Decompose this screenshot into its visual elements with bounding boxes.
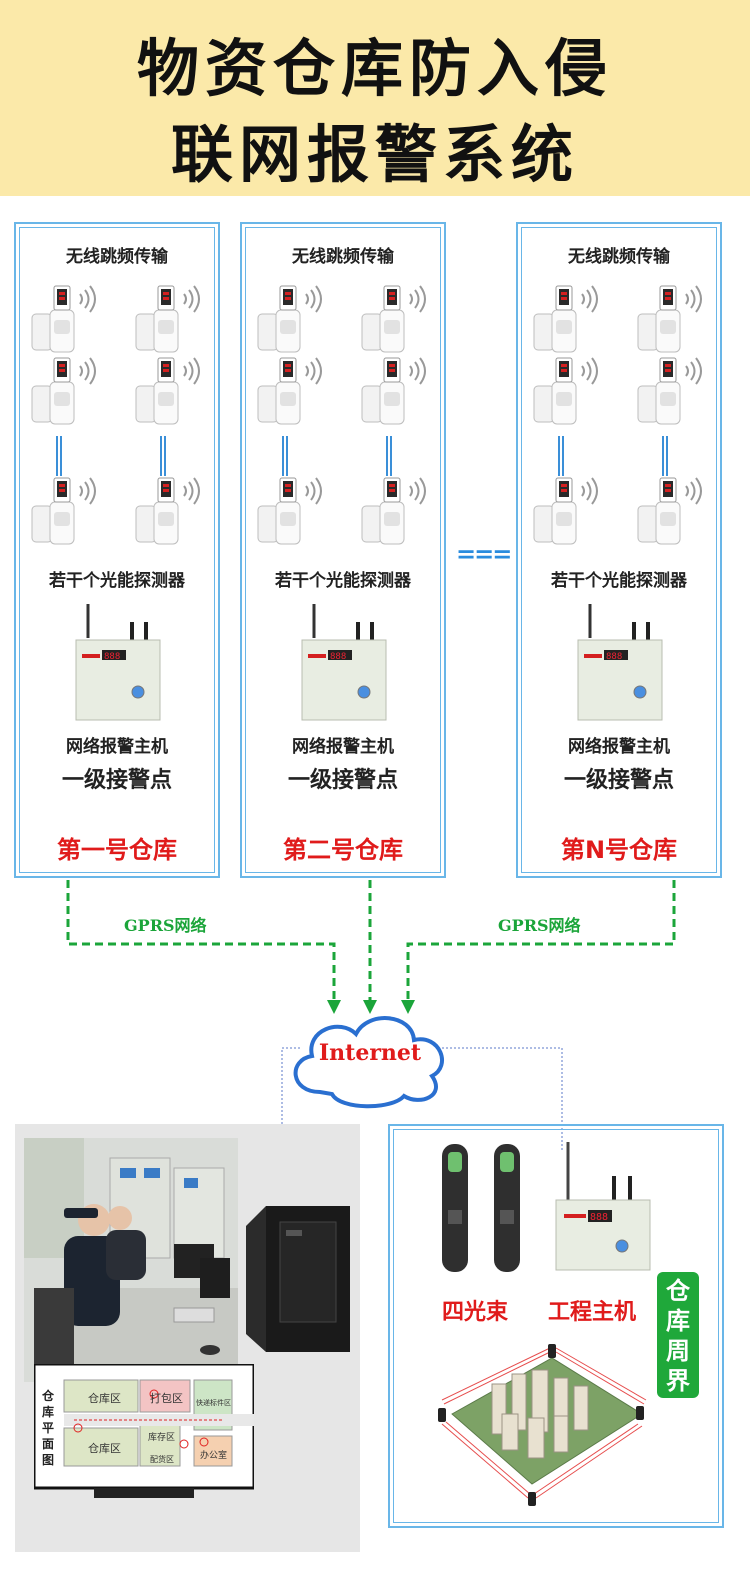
- room-label: 库存区: [148, 1433, 176, 1443]
- four-beam-detector-icon: [442, 1144, 520, 1272]
- floor-plan-vertical-label: 仓 库 平 面 图: [42, 1388, 58, 1468]
- floor-plan-char: 面: [42, 1437, 55, 1451]
- control-room-photo: [24, 1138, 238, 1382]
- floor-plan-char: 仓: [42, 1389, 55, 1403]
- title-line-1: 物资仓库防入侵: [136, 32, 613, 105]
- badge-char: 周: [666, 1337, 690, 1365]
- arrow-icon: [327, 1000, 341, 1014]
- gprs-line-left: [66, 880, 336, 1002]
- room-label: 打包区: [150, 1392, 183, 1405]
- room-label: 办公室: [200, 1451, 228, 1461]
- gprs-label-right: GPRS网络: [498, 916, 581, 935]
- equal-sign: ===: [456, 540, 512, 568]
- floor-plan-monitor: [34, 1364, 254, 1498]
- badge-char: 库: [666, 1307, 690, 1335]
- cloud-icon: [293, 1016, 444, 1109]
- title-banner: 物资仓库防入侵 联网报警系统: [0, 0, 750, 196]
- title-line-2: 联网报警系统: [170, 118, 579, 191]
- badge-char: 界: [666, 1367, 690, 1395]
- warehouse-panel-2: 无线跳频传输 若干个光能探测器 网络报警主机 一级接警点 第二号仓库: [240, 222, 446, 878]
- perimeter-panel: [388, 1124, 724, 1528]
- room-label: 快递标件区: [196, 1399, 231, 1407]
- internet-label: Internet: [318, 1040, 422, 1066]
- link-line-host: [442, 1047, 563, 1150]
- four-beam-label: 四光束: [442, 1300, 509, 1325]
- warehouse-panel-1: 无线跳频传输 若干个光能探测器 网络报警主机 一级接警点 第一号仓库: [14, 222, 220, 878]
- gprs-label-left: GPRS网络: [124, 916, 207, 935]
- floor-plan-char: 平: [42, 1421, 55, 1435]
- warehouse-panel-n: 无线跳频传输 若干个光能探测器 网络报警主机 一级接警点 第N号仓库: [516, 222, 722, 878]
- arrow-icon: [363, 1000, 377, 1014]
- host-display-value: 888: [590, 1212, 608, 1223]
- engineering-host-icon: 888: [555, 1142, 651, 1271]
- computer-tower-icon: [246, 1206, 350, 1352]
- engineering-host-label: 工程主机: [548, 1300, 637, 1325]
- gprs-line-right: [406, 880, 676, 1002]
- floor-plan-char: 图: [42, 1453, 55, 1467]
- perimeter-site-illustration: [438, 1344, 647, 1506]
- floor-plan-char: 库: [42, 1405, 55, 1419]
- badge-char: 仓: [666, 1277, 690, 1305]
- room-label: 配货区: [150, 1455, 174, 1464]
- room-label: 仓库区: [88, 1392, 121, 1405]
- perimeter-badge: 仓 库 周 界: [657, 1272, 699, 1398]
- room-label: 仓库区: [88, 1442, 121, 1455]
- arrow-icon: [401, 1000, 415, 1014]
